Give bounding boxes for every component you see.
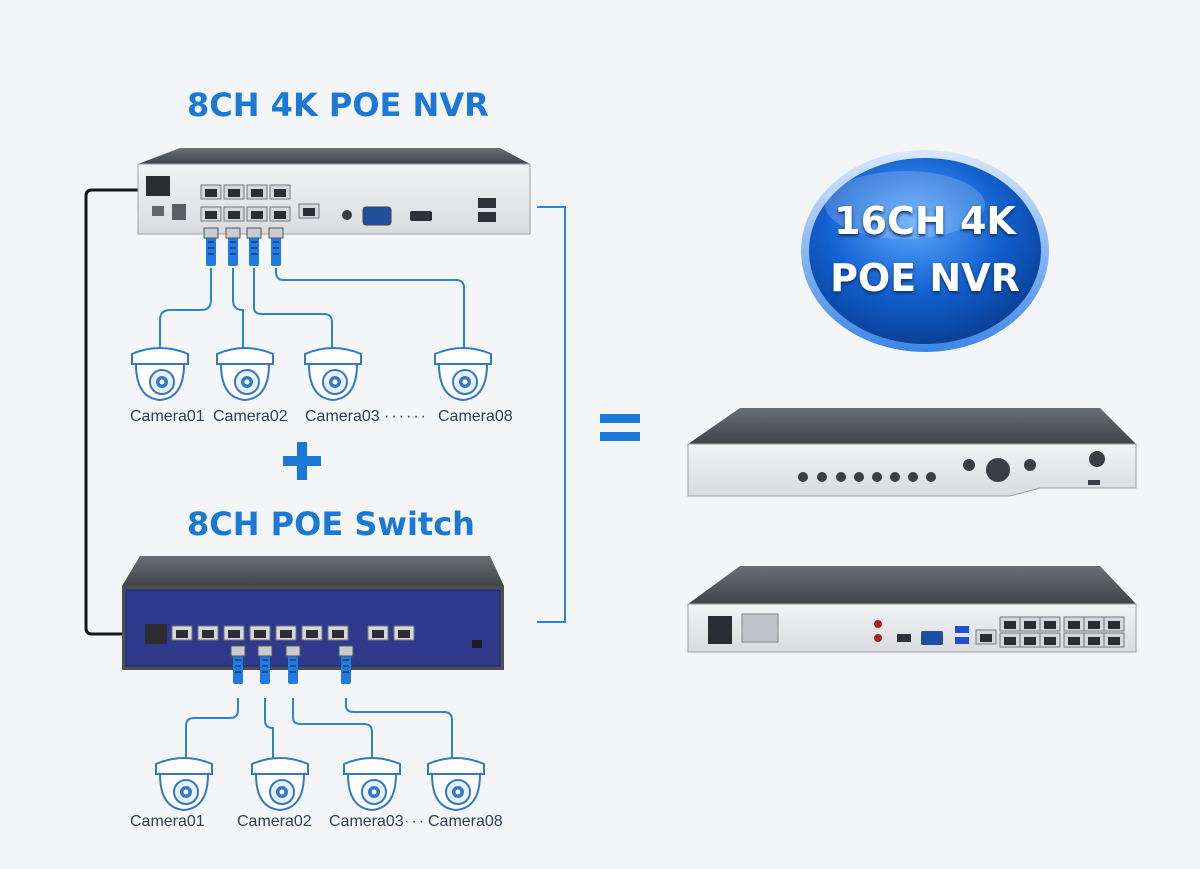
- switch-cables: [185, 698, 453, 760]
- badge-line2: POE NVR: [830, 256, 1020, 300]
- equals-icon: [600, 414, 640, 423]
- camera-icon: [155, 757, 213, 811]
- switch-title: 8CH POE Switch: [187, 505, 475, 543]
- nvr-cables: [159, 268, 465, 350]
- badge-16ch: [801, 150, 1049, 352]
- camera-label: Camera01: [130, 408, 205, 425]
- camera-icon: [251, 757, 309, 811]
- camera-icon: [427, 757, 485, 811]
- uplink-cable: [84, 188, 150, 636]
- camera-label: Camera03: [305, 408, 380, 425]
- badge-line1: 16CH 4K: [834, 199, 1016, 243]
- camera-label: Camera03: [329, 813, 404, 830]
- nvr-16ch-front: [687, 408, 1137, 497]
- nvr-8ch-device: [137, 148, 531, 235]
- camera-label: Camera02: [237, 813, 312, 830]
- camera-icon: [131, 347, 189, 401]
- camera-icon: [304, 347, 362, 401]
- camera-label: Camera02: [213, 408, 288, 425]
- camera-icon: [434, 347, 492, 401]
- camera-label: Camera08: [438, 408, 513, 425]
- poe-switch-device: [122, 556, 504, 670]
- bracket-line: [537, 206, 566, 623]
- nvr-title: 8CH 4K POE NVR: [187, 86, 489, 124]
- nvr-16ch-rear: [687, 566, 1137, 653]
- camera-label: Camera08: [428, 813, 503, 830]
- ellipsis: ···: [404, 813, 426, 830]
- camera-icon: [343, 757, 401, 811]
- ellipsis: ······: [384, 408, 428, 425]
- camera-icon: [216, 347, 274, 401]
- camera-label: Camera01: [130, 813, 205, 830]
